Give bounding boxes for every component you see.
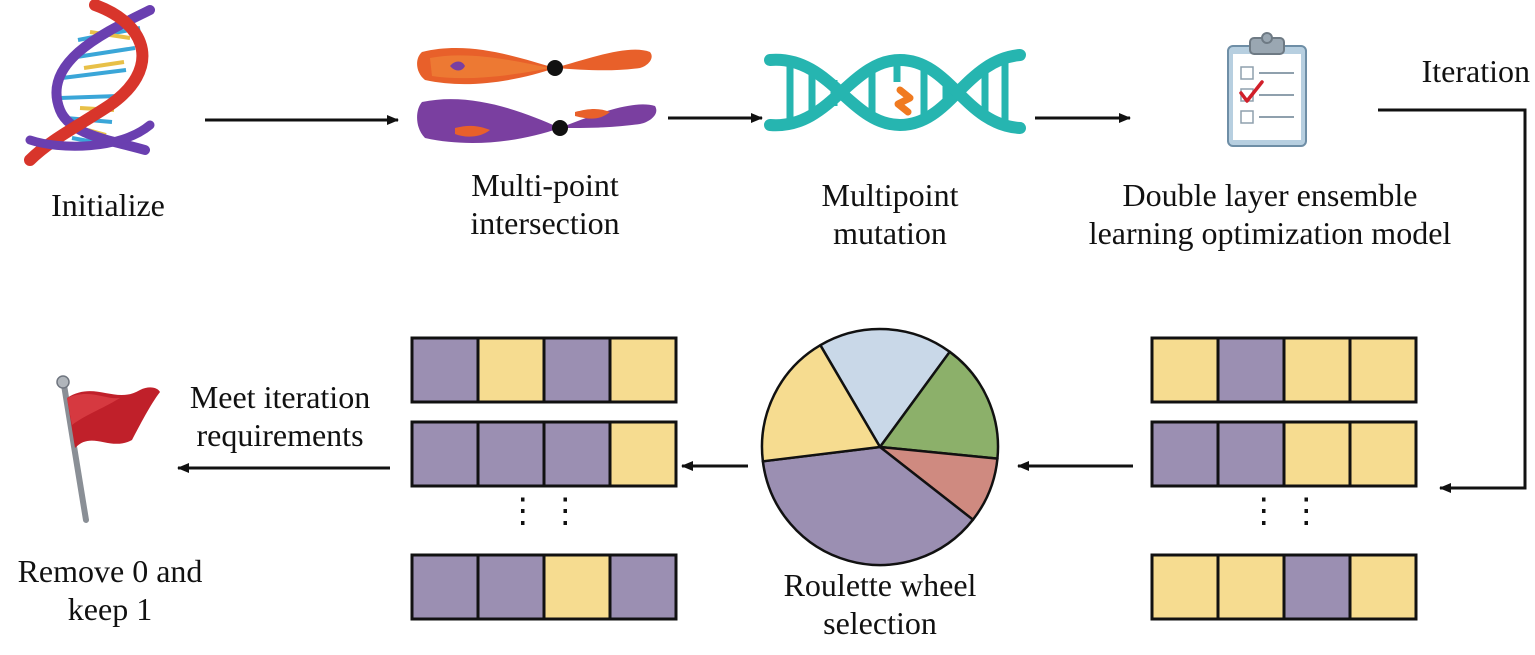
- gene-cell-gene-1: [476, 336, 546, 404]
- after-chromosome-3: [410, 553, 678, 621]
- clipboard-checklist-icon: [1227, 32, 1307, 147]
- iteration-loop-line: [1378, 108, 1527, 493]
- gene-cell-gene-1: [608, 336, 678, 404]
- gene-cell-gene-0: [1282, 553, 1352, 621]
- gene-cell-gene-1: [1348, 420, 1418, 488]
- crossover-label: Multi-point intersection: [470, 167, 620, 242]
- gene-cell-gene-1: [1216, 553, 1286, 621]
- gene-cell-gene-0: [1216, 336, 1286, 404]
- termination-label: Meet iteration requirements: [189, 379, 371, 454]
- gene-cell-gene-1: [1282, 336, 1352, 404]
- roulette-slice-yellow: [760, 343, 882, 463]
- population-right-ellipsis: ⋮ ⋮: [1247, 493, 1324, 530]
- output-label: Remove 0 and keep 1: [17, 553, 203, 628]
- gene-cell-gene-0: [542, 420, 612, 488]
- after-chromosome-2: [410, 420, 678, 488]
- before-chromosome-2: [1150, 420, 1418, 488]
- roulette-slice-green: [878, 350, 1000, 460]
- gene-cell-gene-1: [1348, 336, 1418, 404]
- after-chromosome-1: [410, 336, 678, 404]
- gene-cell-gene-0: [410, 336, 480, 404]
- roulette-slice-blue: [819, 327, 951, 449]
- before-chromosome-1: [1150, 336, 1418, 404]
- population-left-ellipsis: ⋮ ⋮: [506, 493, 583, 530]
- gene-cell-gene-0: [542, 336, 612, 404]
- gene-cell-gene-1: [1150, 553, 1220, 621]
- roulette-wheel: [760, 327, 1000, 567]
- population-after-selection: [410, 336, 678, 621]
- mutation-label: Multipoint mutation: [821, 177, 959, 252]
- gene-cell-gene-0: [1216, 420, 1286, 488]
- gene-cell-gene-1: [542, 553, 612, 621]
- dna-helix-icon: [24, 0, 155, 166]
- red-flag-icon: [56, 375, 160, 523]
- gene-cell-gene-0: [410, 553, 480, 621]
- gene-cell-gene-1: [1150, 336, 1220, 404]
- gene-cell-gene-0: [1150, 420, 1220, 488]
- gene-cell-gene-1: [1282, 420, 1352, 488]
- model-label: Double layer ensemble learning optimizat…: [1088, 177, 1452, 252]
- iteration-label: Iteration: [1421, 53, 1530, 89]
- initialize-label: Initialize: [51, 187, 165, 223]
- gene-cell-gene-1: [608, 420, 678, 488]
- chromosome-crossover-icon: [417, 48, 657, 143]
- gene-cell-gene-0: [476, 420, 546, 488]
- dna-mutation-icon: [764, 49, 1026, 134]
- before-chromosome-3: [1150, 553, 1418, 621]
- selection-label: Roulette wheel selection: [783, 567, 977, 642]
- gene-cell-gene-0: [476, 553, 546, 621]
- roulette-slice-purple: [761, 445, 975, 567]
- flow-connectors: [177, 108, 1527, 493]
- gene-cell-gene-1: [1348, 553, 1418, 621]
- gene-cell-gene-0: [608, 553, 678, 621]
- gene-cell-gene-0: [410, 420, 480, 488]
- population-before-selection: [1150, 336, 1418, 621]
